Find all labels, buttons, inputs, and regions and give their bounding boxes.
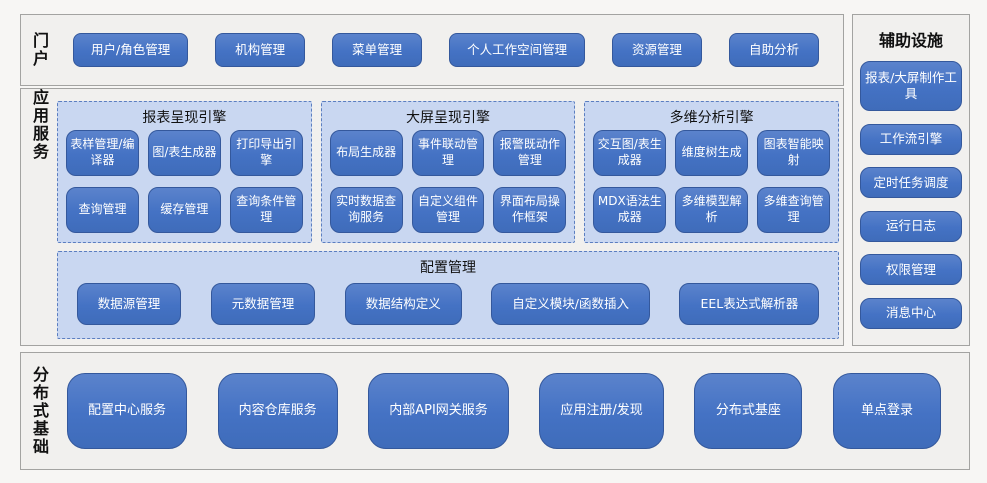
auxiliary-node: 权限管理 <box>860 254 962 286</box>
auxiliary-facilities-section: 辅助设施 报表/大屏制作工具工作流引擎定时任务调度运行日志权限管理消息中心 <box>852 14 970 346</box>
bigscreen-engine-panel: 大屏呈现引擎 布局生成器事件联动管理报警既动作管理实时数据查询服务自定义组件管理… <box>320 101 576 243</box>
engine-module-node: 图表智能映射 <box>757 130 831 176</box>
portal-section: 门户 用户/角色管理机构管理菜单管理个人工作空间管理资源管理自助分析 <box>20 14 844 86</box>
report-engine-title: 报表呈现引擎 <box>142 110 227 126</box>
engine-module-node: 界面布局操作框架 <box>493 186 567 233</box>
distributed-service-node: 内容仓库服务 <box>217 373 338 449</box>
distributed-service-node: 配置中心服务 <box>67 373 188 449</box>
portal-node: 用户/角色管理 <box>73 33 189 67</box>
engine-module-node: 查询管理 <box>66 186 139 233</box>
engine-module-node: 维度树生成 <box>675 130 749 176</box>
engine-module-node: 多维模型解析 <box>675 186 749 233</box>
auxiliary-node: 报表/大屏制作工具 <box>860 61 962 111</box>
distributed-base-row: 配置中心服务内容仓库服务内部API网关服务应用注册/发现分布式基座单点登录 <box>67 373 941 449</box>
engine-module-node: MDX语法生成器 <box>593 186 667 233</box>
config-module-node: 自定义模块/函数插入 <box>491 282 650 325</box>
distributed-service-node: 内部API网关服务 <box>368 373 509 449</box>
config-module-node: EEL表达式解析器 <box>679 282 820 325</box>
distributed-base-section: 分布式基础 配置中心服务内容仓库服务内部API网关服务应用注册/发现分布式基座单… <box>20 352 970 470</box>
engine-module-node: 打印导出引擎 <box>229 130 303 176</box>
report-engine-panel: 报表呈现引擎 表样管理/编译器图/表生成器打印导出引擎查询管理缓存管理查询条件管… <box>57 101 312 243</box>
engine-module-node: 布局生成器 <box>329 130 403 176</box>
distributed-base-label: 分布式基础 <box>30 366 49 456</box>
application-services-section: 应用服务 报表呈现引擎 表样管理/编译器图/表生成器打印导出引擎查询管理缓存管理… <box>20 88 844 346</box>
auxiliary-node: 工作流引擎 <box>860 123 962 155</box>
config-management-title: 配置管理 <box>420 259 476 276</box>
application-services-content: 报表呈现引擎 表样管理/编译器图/表生成器打印导出引擎查询管理缓存管理查询条件管… <box>51 89 843 345</box>
config-module-node: 数据结构定义 <box>344 282 462 325</box>
portal-node: 资源管理 <box>612 33 703 67</box>
portal-node: 菜单管理 <box>332 33 423 67</box>
olap-engine-panel: 多维分析引擎 交互图/表生成器维度树生成图表智能映射 MDX语法生成器多维模型解析… <box>584 101 840 243</box>
portal-node: 自助分析 <box>729 33 819 67</box>
auxiliary-facilities-title: 辅助设施 <box>878 31 943 50</box>
config-management-row: 数据源管理元数据管理数据结构定义自定义模块/函数插入 EEL表达式解析器 <box>68 280 828 328</box>
engine-module-node: 缓存管理 <box>147 186 221 233</box>
bigscreen-engine-grid: 布局生成器事件联动管理报警既动作管理实时数据查询服务自定义组件管理界面布局操作框… <box>329 130 567 233</box>
bigscreen-engine-title: 大屏呈现引擎 <box>406 110 490 126</box>
engine-module-node: 事件联动管理 <box>411 130 485 176</box>
config-management-panel: 配置管理 数据源管理元数据管理数据结构定义自定义模块/函数插入 EEL表达式解析器 <box>57 250 839 339</box>
engine-module-node: 实时数据查询服务 <box>329 186 403 233</box>
portal-node: 个人工作空间管理 <box>449 33 586 67</box>
auxiliary-facilities-column: 报表/大屏制作工具工作流引擎定时任务调度运行日志权限管理消息中心 <box>853 59 969 345</box>
engine-module-node: 查询条件管理 <box>229 186 303 233</box>
auxiliary-node: 定时任务调度 <box>860 167 962 199</box>
engine-module-node: 交互图/表生成器 <box>593 130 667 176</box>
config-module-node: 元数据管理 <box>210 282 316 325</box>
engine-module-node: 多维查询管理 <box>757 186 831 233</box>
engines-row: 报表呈现引擎 表样管理/编译器图/表生成器打印导出引擎查询管理缓存管理查询条件管… <box>57 101 840 243</box>
portal-button-row: 用户/角色管理机构管理菜单管理个人工作空间管理资源管理自助分析 <box>73 33 819 67</box>
portal-section-label: 门户 <box>30 32 49 68</box>
engine-module-node: 图/表生成器 <box>147 130 221 176</box>
distributed-service-node: 应用注册/发现 <box>539 373 664 449</box>
engine-module-node: 报警既动作管理 <box>493 130 567 176</box>
portal-node: 机构管理 <box>215 33 306 67</box>
auxiliary-node: 消息中心 <box>860 297 962 329</box>
config-module-node: 数据源管理 <box>76 282 182 325</box>
report-engine-grid: 表样管理/编译器图/表生成器打印导出引擎查询管理缓存管理查询条件管理 <box>66 130 303 233</box>
distributed-service-node: 分布式基座 <box>694 373 803 449</box>
application-services-label: 应用服务 <box>30 89 49 161</box>
olap-engine-title: 多维分析引擎 <box>669 110 754 126</box>
engine-module-node: 表样管理/编译器 <box>66 130 139 176</box>
engine-module-node: 自定义组件管理 <box>411 186 485 233</box>
olap-engine-grid: 交互图/表生成器维度树生成图表智能映射 MDX语法生成器多维模型解析多维查询管理 <box>593 130 831 233</box>
auxiliary-node: 运行日志 <box>860 210 962 242</box>
distributed-service-node: 单点登录 <box>832 373 941 449</box>
